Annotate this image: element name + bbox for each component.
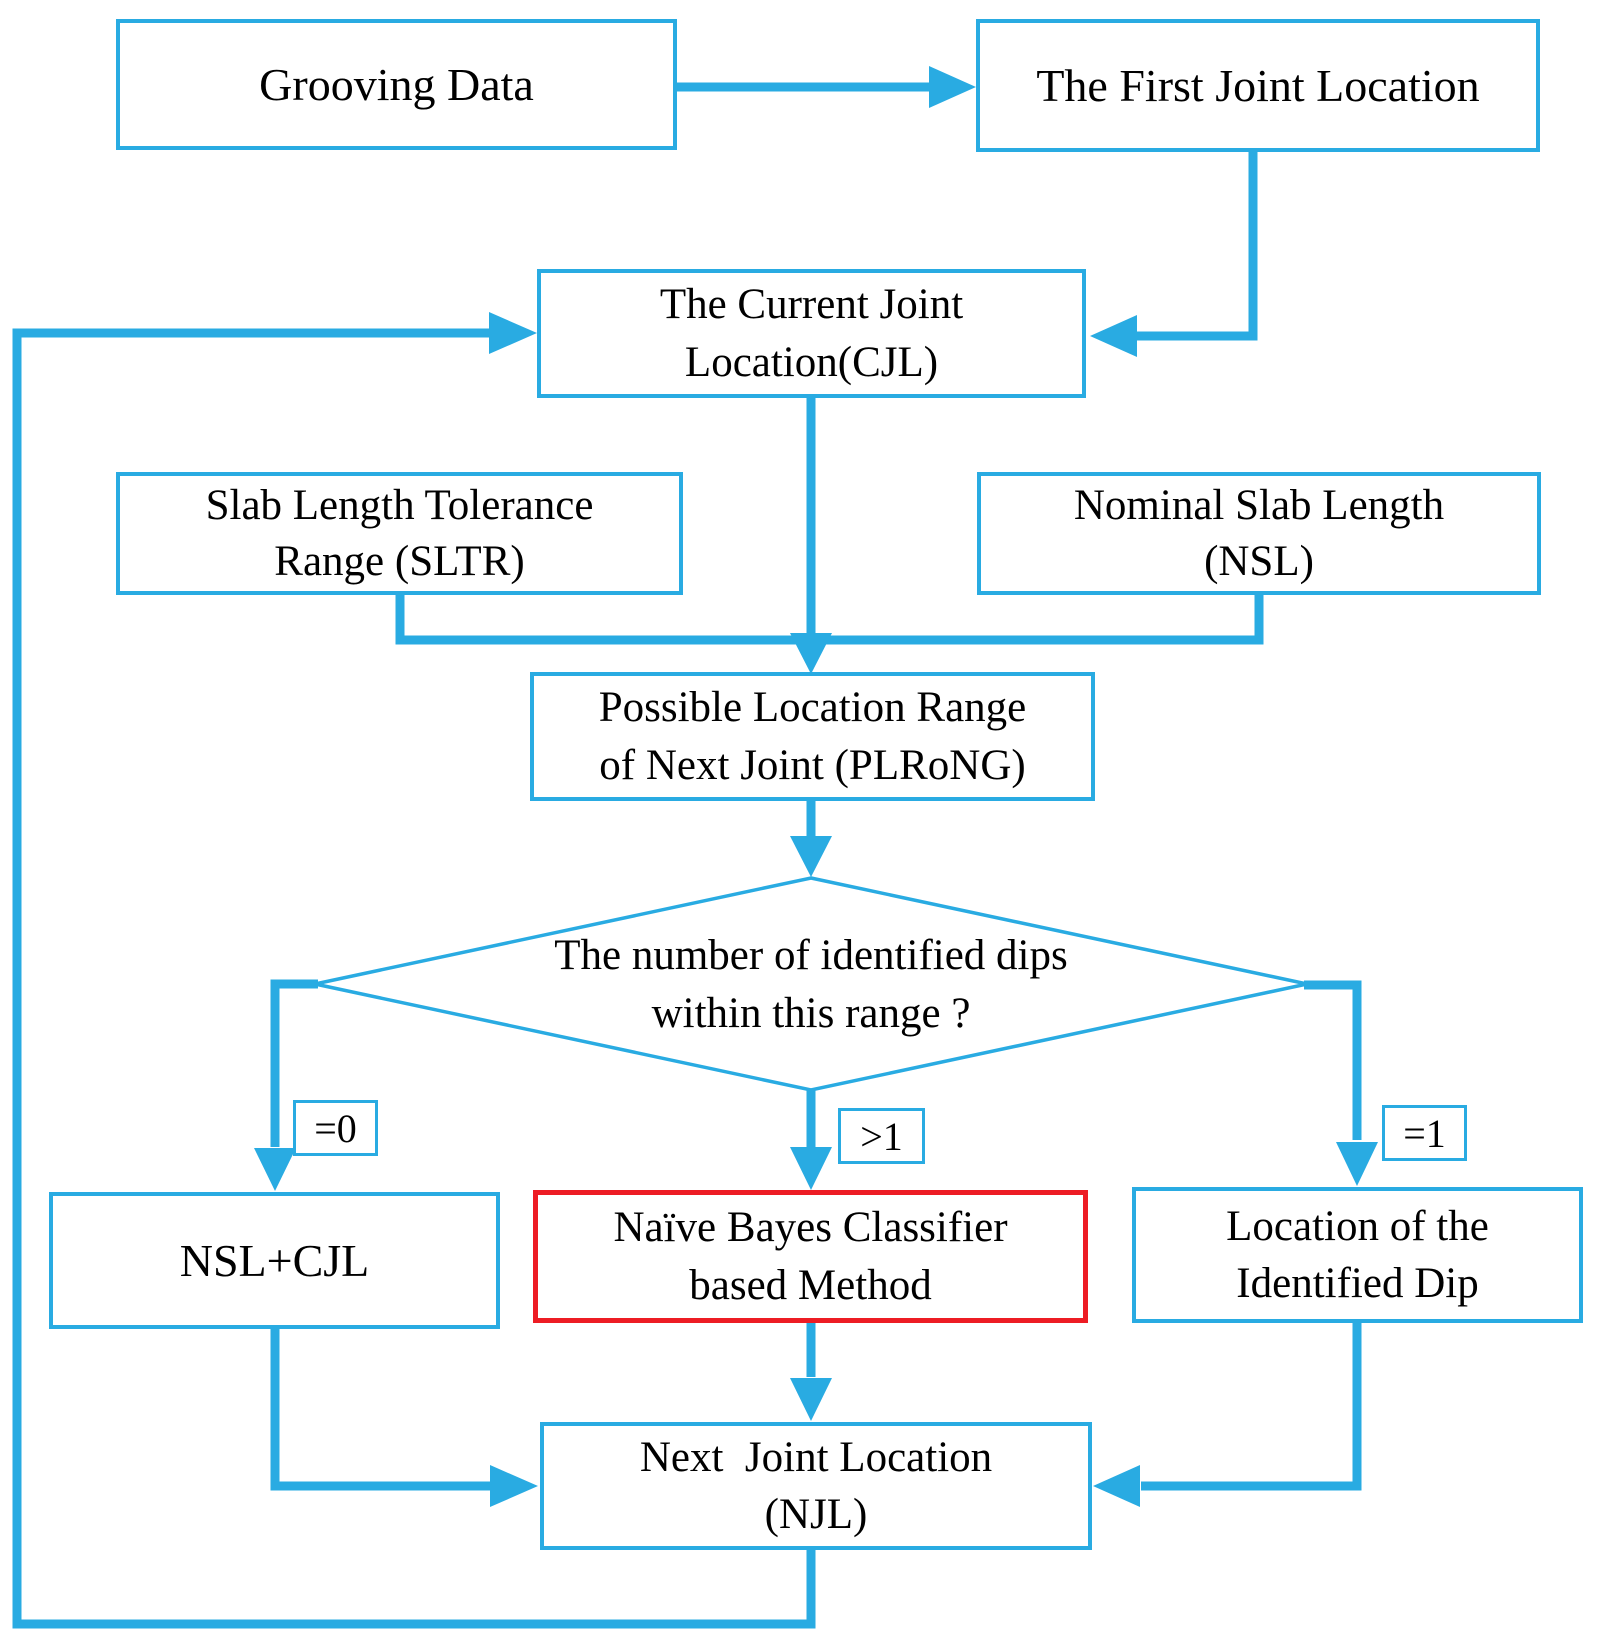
node-label-line1: Possible Location Range: [598, 684, 1027, 732]
edge-label-greater-than-one: >1: [838, 1108, 925, 1164]
edge-label-text: =1: [1403, 1110, 1446, 1156]
node-label-line2: within this range ?: [651, 989, 971, 1037]
edge-njl-loop-to-cjl: [12, 328, 816, 1629]
node-label: NSL+CJL: [179, 1234, 370, 1286]
node-label-line2: Identified Dip: [1236, 1260, 1479, 1307]
node-slab-length-tolerance-range: Slab Length Tolerance Range (SLTR): [116, 472, 683, 595]
node-label-line1: Nominal Slab Length: [1073, 482, 1445, 530]
node-label-line2: Range (SLTR): [274, 537, 525, 585]
node-label: The First Joint Location: [1036, 59, 1480, 111]
node-label-line1: The number of identified dips: [554, 932, 1068, 980]
node-label-line1: Slab Length Tolerance: [205, 482, 594, 530]
edge-identified-dip-to-njl: [1141, 1323, 1362, 1491]
node-next-joint-location: Next Joint Location (NJL): [540, 1422, 1092, 1550]
node-label-line1: The Current Joint: [659, 281, 964, 329]
edge-sltr-nsl-merge: [395, 594, 1264, 645]
arrowhead-into-identified-dip: [1336, 1142, 1378, 1186]
node-decision-number-of-dips: The number of identified dips within thi…: [411, 897, 1211, 1072]
node-label-line2: based Method: [689, 1261, 932, 1309]
edge-decision-to-nsl-cjl: [270, 979, 318, 1147]
arrowhead-into-cjl-right: [1090, 315, 1137, 357]
arrowhead-into-first-joint: [929, 66, 976, 108]
node-current-joint-location: The Current Joint Location(CJL): [537, 269, 1086, 398]
edge-label-equals-one: =1: [1382, 1105, 1467, 1161]
arrowhead-into-decision: [790, 836, 832, 877]
node-first-joint-location: The First Joint Location: [976, 19, 1540, 152]
node-label-line2: of Next Joint (PLRoNG): [599, 741, 1026, 789]
node-label-line1: Next Joint Location: [639, 1433, 993, 1481]
edge-decision-to-identified-dip: [1304, 980, 1362, 1140]
arrowhead-into-cjl-left: [489, 312, 537, 354]
node-label-line1: Location of the: [1226, 1202, 1489, 1250]
node-location-of-identified-dip: Location of the Identified Dip: [1132, 1187, 1583, 1323]
node-label-line2: (NSL): [1204, 537, 1314, 585]
node-label-line1: Naïve Bayes Classifier: [613, 1204, 1008, 1252]
arrowhead-into-naive-bayes: [790, 1147, 832, 1190]
arrowhead-into-plrong: [790, 633, 832, 674]
node-possible-location-range: Possible Location Range of Next Joint (P…: [530, 672, 1095, 801]
node-label: Grooving Data: [259, 58, 534, 110]
edge-first-joint-to-cjl: [1136, 150, 1258, 341]
arrowhead-into-njl-right: [1093, 1465, 1140, 1507]
node-label-line2: (NJL): [764, 1491, 868, 1538]
node-naive-bayes-classifier: Naïve Bayes Classifier based Method: [533, 1190, 1088, 1323]
arrowhead-into-nsl-cjl: [254, 1148, 296, 1191]
edge-label-text: =0: [314, 1105, 357, 1151]
edge-label-text: >1: [860, 1113, 903, 1159]
node-grooving-data: Grooving Data: [116, 19, 677, 150]
arrowhead-into-njl-left: [490, 1465, 538, 1507]
node-nominal-slab-length: Nominal Slab Length (NSL): [977, 472, 1541, 595]
edge-label-equals-zero: =0: [293, 1100, 378, 1156]
edge-nsl-cjl-to-njl: [270, 1329, 491, 1491]
node-label-line2: Location(CJL): [684, 338, 939, 386]
node-nsl-plus-cjl: NSL+CJL: [49, 1192, 500, 1329]
arrowhead-into-njl-top: [790, 1378, 832, 1421]
